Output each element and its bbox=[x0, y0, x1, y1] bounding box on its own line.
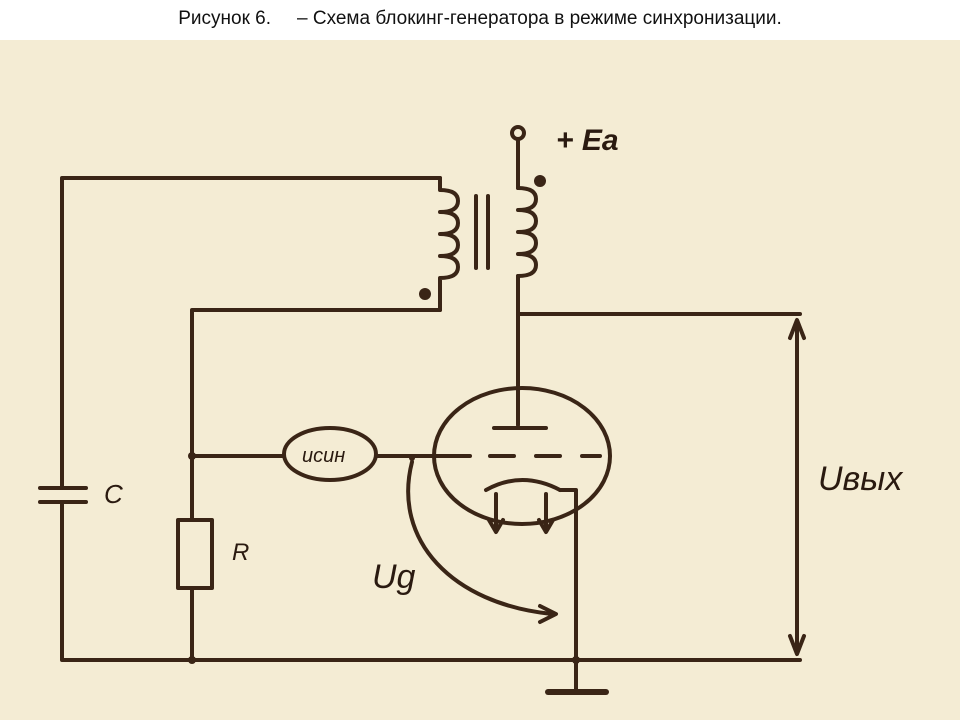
capacitor-return-wire bbox=[60, 500, 802, 662]
blocking-oscillator-schematic: + Ea C R uсин Ug Uвых bbox=[0, 40, 960, 720]
circuit-photo: + Ea C R uсин Ug Uвых bbox=[0, 40, 960, 720]
paper-background bbox=[0, 40, 960, 720]
resistor-body bbox=[176, 518, 214, 590]
figure-number: Рисунок 6. bbox=[178, 8, 272, 29]
figure-title: – Схема блокинг-генератора в режиме синх… bbox=[297, 8, 782, 29]
tube-cathode bbox=[484, 478, 562, 492]
sync-source-label: uсин bbox=[302, 445, 345, 467]
heater-arrow-left bbox=[487, 518, 505, 534]
junction-grid-arrow bbox=[409, 455, 415, 461]
grid-winding-dot bbox=[419, 288, 431, 300]
grid-voltage-label: Ug bbox=[372, 558, 416, 596]
anode-winding bbox=[516, 186, 538, 278]
resistor-label: R bbox=[232, 539, 249, 566]
feedback-wire bbox=[60, 176, 442, 490]
cathode-wire bbox=[558, 488, 578, 692]
heater-arrow-right bbox=[537, 518, 555, 534]
output-arrow-top bbox=[788, 318, 806, 340]
anode-winding-dot bbox=[534, 175, 546, 187]
grid-voltage-arrow bbox=[406, 460, 554, 616]
grid-winding bbox=[438, 176, 460, 312]
capacitor-label: C bbox=[104, 479, 123, 509]
output-arrow-bottom bbox=[788, 634, 806, 656]
junction-sync-node bbox=[188, 452, 196, 460]
supply-label: + Ea bbox=[556, 124, 619, 157]
junction-ground bbox=[572, 656, 580, 664]
tube-envelope bbox=[432, 386, 612, 526]
grid-return-wire bbox=[190, 308, 442, 522]
output-label: Uвых bbox=[818, 460, 903, 498]
figure-caption: Рисунок 6. – Схема блокинг-генератора в р… bbox=[0, 8, 960, 30]
grid-voltage-arrowhead bbox=[538, 604, 558, 624]
junction-bottom-left bbox=[188, 656, 196, 664]
